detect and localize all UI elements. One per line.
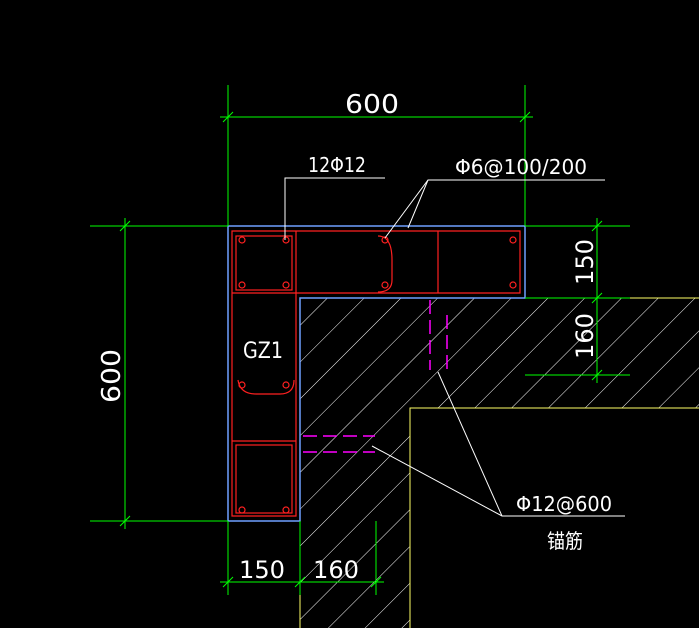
rebar-bar	[381, 281, 389, 289]
rebar-bar	[282, 381, 290, 389]
rebar-bar	[238, 281, 246, 289]
dim-bottom-150: 150	[239, 556, 285, 584]
dim-left-600: 600	[97, 349, 127, 403]
anchor-rebars	[303, 300, 448, 453]
dim-bottom-160: 160	[313, 556, 359, 584]
dim-right-160: 160	[571, 313, 599, 359]
dim-top-600: 600	[345, 90, 399, 120]
rebar-bar	[238, 381, 246, 389]
longitudinal-rebar-label: 12Φ12	[308, 153, 366, 177]
anchor-name-label: 锚筋	[547, 529, 583, 553]
anchor-spec-label: Φ12@600	[516, 492, 612, 516]
rebar-bar	[238, 236, 246, 244]
rebar-bar	[381, 236, 389, 244]
stirrup-label: Φ6@100/200	[455, 155, 587, 179]
column-mark: GZ1	[243, 339, 283, 364]
dim-right-150: 150	[571, 239, 599, 285]
rebar-bar	[282, 281, 290, 289]
leader-lines	[284, 177, 625, 517]
rebar-bar	[509, 281, 517, 289]
rebar-bars	[238, 236, 517, 514]
hatched-wall	[300, 298, 699, 628]
rebar-bar	[282, 236, 290, 244]
dimension-lines	[90, 85, 630, 595]
rebar-bar	[509, 236, 517, 244]
rebar-bar	[282, 506, 290, 514]
rebar-bar	[238, 506, 246, 514]
rebar-cage	[231, 230, 521, 517]
